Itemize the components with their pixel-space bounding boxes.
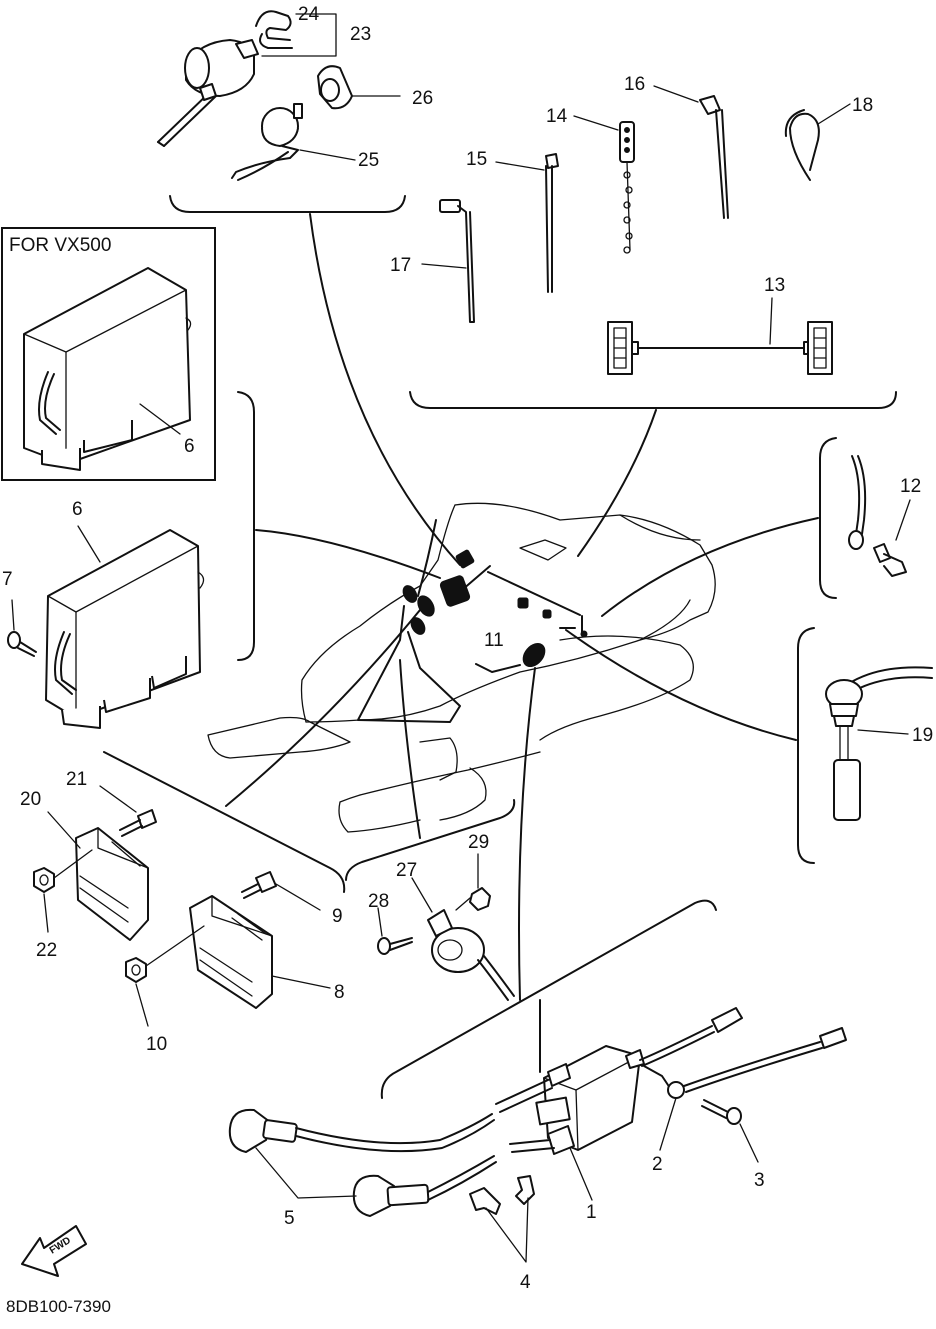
part-nut-22 xyxy=(33,849,93,933)
callout-22: 22 xyxy=(36,940,57,961)
callout-5: 5 xyxy=(284,1208,295,1229)
group-brackets xyxy=(103,195,897,1099)
callout-26: 26 xyxy=(412,88,433,109)
frame-wiring-harness xyxy=(207,502,716,833)
callout-12: 12 xyxy=(900,476,921,497)
callout-3: 3 xyxy=(754,1170,765,1191)
callout-10: 10 xyxy=(146,1034,167,1055)
callout-13: 13 xyxy=(764,275,785,296)
harness-leader-lines xyxy=(225,213,819,1073)
callout-1: 1 xyxy=(586,1202,597,1223)
part-main-switch-23 xyxy=(157,10,337,147)
callout-29: 29 xyxy=(468,832,489,853)
callout-23: 23 xyxy=(350,24,371,45)
part-sensor-27 xyxy=(411,877,515,1001)
callout-14: 14 xyxy=(546,106,568,127)
callout-18: 18 xyxy=(852,95,873,116)
callout-19: 19 xyxy=(912,725,933,746)
part-bolt-21 xyxy=(99,785,157,837)
part-clip-18 xyxy=(784,103,851,181)
inset-title: FOR VX500 xyxy=(9,235,111,256)
callout-2: 2 xyxy=(652,1154,663,1175)
labels: FOR VX500 8DB100-7390 24 23 26 25 16 14 … xyxy=(2,4,933,1316)
part-nut-29 xyxy=(455,853,491,911)
callout-11: 11 xyxy=(484,630,504,651)
part-clip-14 xyxy=(573,115,635,254)
fwd-arrow-icon: FWD xyxy=(21,1225,87,1277)
part-plug-19 xyxy=(825,666,933,821)
callout-6: 6 xyxy=(72,499,83,520)
callout-17: 17 xyxy=(390,255,411,276)
part-band-17 xyxy=(421,199,475,323)
part-ignition-coil-1 xyxy=(495,1007,847,1201)
part-rectifier-20 xyxy=(47,811,149,941)
part-lead-12 xyxy=(848,455,911,577)
callout-7: 7 xyxy=(2,569,13,590)
callout-16: 16 xyxy=(624,74,645,95)
callout-25: 25 xyxy=(358,150,379,171)
part-plug-caps-5 xyxy=(228,1108,497,1217)
part-nut-10 xyxy=(125,925,205,1027)
part-label-2-leader xyxy=(659,1097,677,1151)
callout-21: 21 xyxy=(66,769,87,790)
callout-20: 20 xyxy=(20,789,41,810)
callout-27: 27 xyxy=(396,860,417,881)
callout-4: 4 xyxy=(520,1272,531,1293)
drawing-number: 8DB100-7390 xyxy=(6,1297,111,1316)
part-igniter-8 xyxy=(189,895,331,1009)
callout-6-inset: 6 xyxy=(184,436,195,457)
callout-15: 15 xyxy=(466,149,487,170)
part-clamps-4 xyxy=(469,1175,535,1263)
callout-9: 9 xyxy=(332,906,343,927)
part-band-15 xyxy=(495,153,559,293)
callout-24: 24 xyxy=(298,4,320,25)
part-bolt-9 xyxy=(241,871,321,911)
part-harness-13 xyxy=(607,297,833,375)
part-cap-26 xyxy=(317,65,401,110)
callout-28: 28 xyxy=(368,891,389,912)
part-band-16 xyxy=(653,85,729,219)
part-screw-3 xyxy=(701,1099,759,1163)
part-bolt-28 xyxy=(377,907,413,955)
part-cdi-unit-6 xyxy=(45,525,205,729)
inset-vx500 xyxy=(1,227,216,481)
part-bolt-7 xyxy=(7,599,37,657)
callout-8: 8 xyxy=(334,982,345,1003)
part-sensor-25 xyxy=(231,103,356,181)
